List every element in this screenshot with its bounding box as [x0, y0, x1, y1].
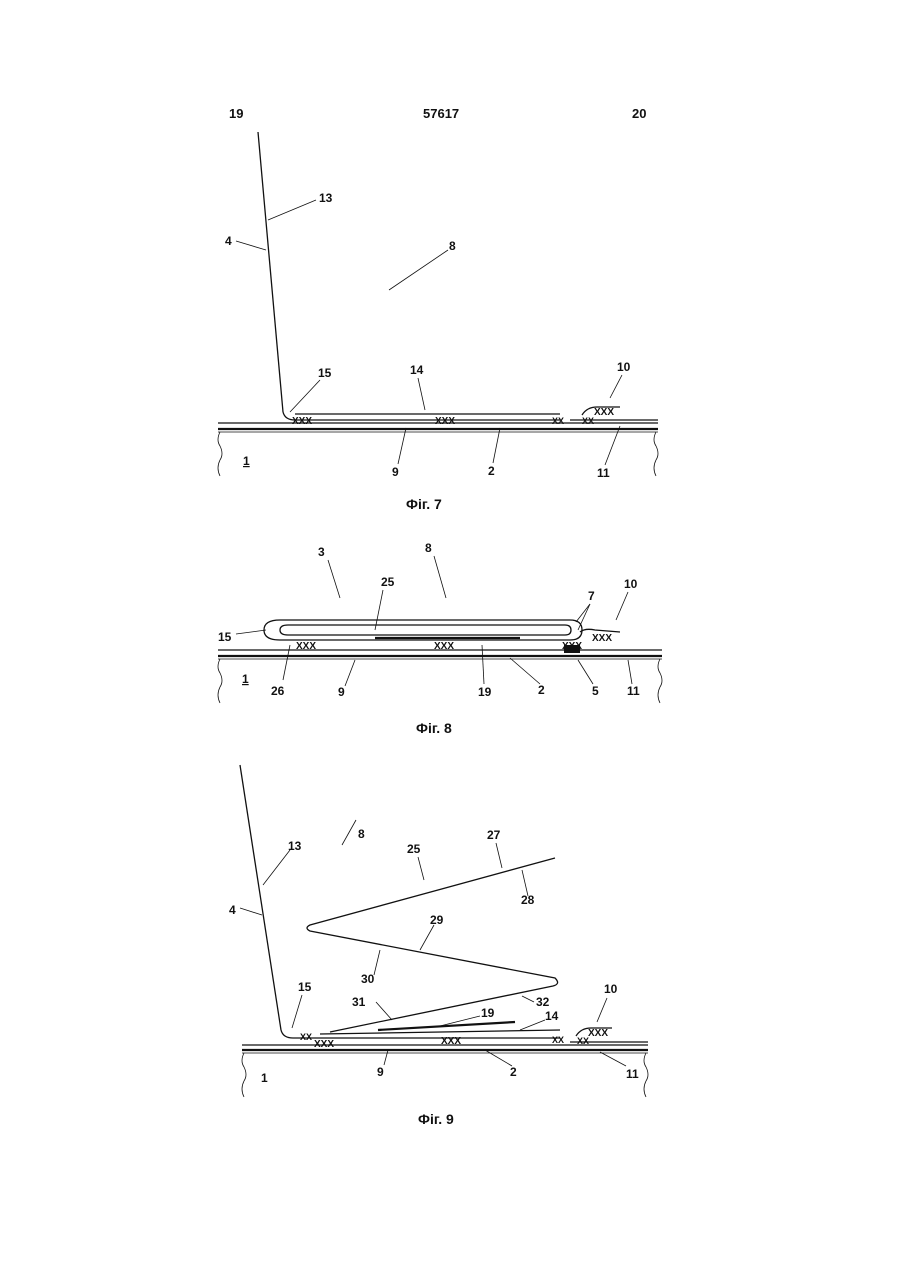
fig9-label-4: 4: [229, 903, 236, 917]
fig9-label-15: 15: [298, 980, 312, 994]
fig9-label-19: 19: [481, 1006, 495, 1020]
fig9-label-32: 32: [536, 995, 550, 1009]
cross-hatch-mark: XXX: [314, 1039, 334, 1050]
figure-9-drawing: XX XXX XXX XX XX XXX 8 13 25 27 28 4 29 …: [0, 0, 900, 1150]
fig9-label-25: 25: [407, 842, 421, 856]
fig9-label-27: 27: [487, 828, 501, 842]
fig9-label-10: 10: [604, 982, 618, 996]
cross-hatch-mark: XXX: [588, 1028, 608, 1039]
fig9-label-1: 1: [261, 1071, 268, 1085]
cross-hatch-mark: XXX: [441, 1036, 461, 1047]
fig9-label-29: 29: [430, 913, 444, 927]
figure-9-caption: Фіг. 9: [418, 1111, 454, 1127]
fig9-label-30: 30: [361, 972, 375, 986]
cross-hatch-mark: XX: [300, 1032, 312, 1042]
fig9-label-8: 8: [358, 827, 365, 841]
fig9-label-9: 9: [377, 1065, 384, 1079]
fig9-label-2: 2: [510, 1065, 517, 1079]
fig9-label-14: 14: [545, 1009, 559, 1023]
cross-hatch-mark: XX: [552, 1035, 564, 1045]
fig9-label-13: 13: [288, 839, 302, 853]
fig9-label-31: 31: [352, 995, 366, 1009]
fig9-label-28: 28: [521, 893, 535, 907]
fig9-label-11: 11: [626, 1067, 639, 1081]
